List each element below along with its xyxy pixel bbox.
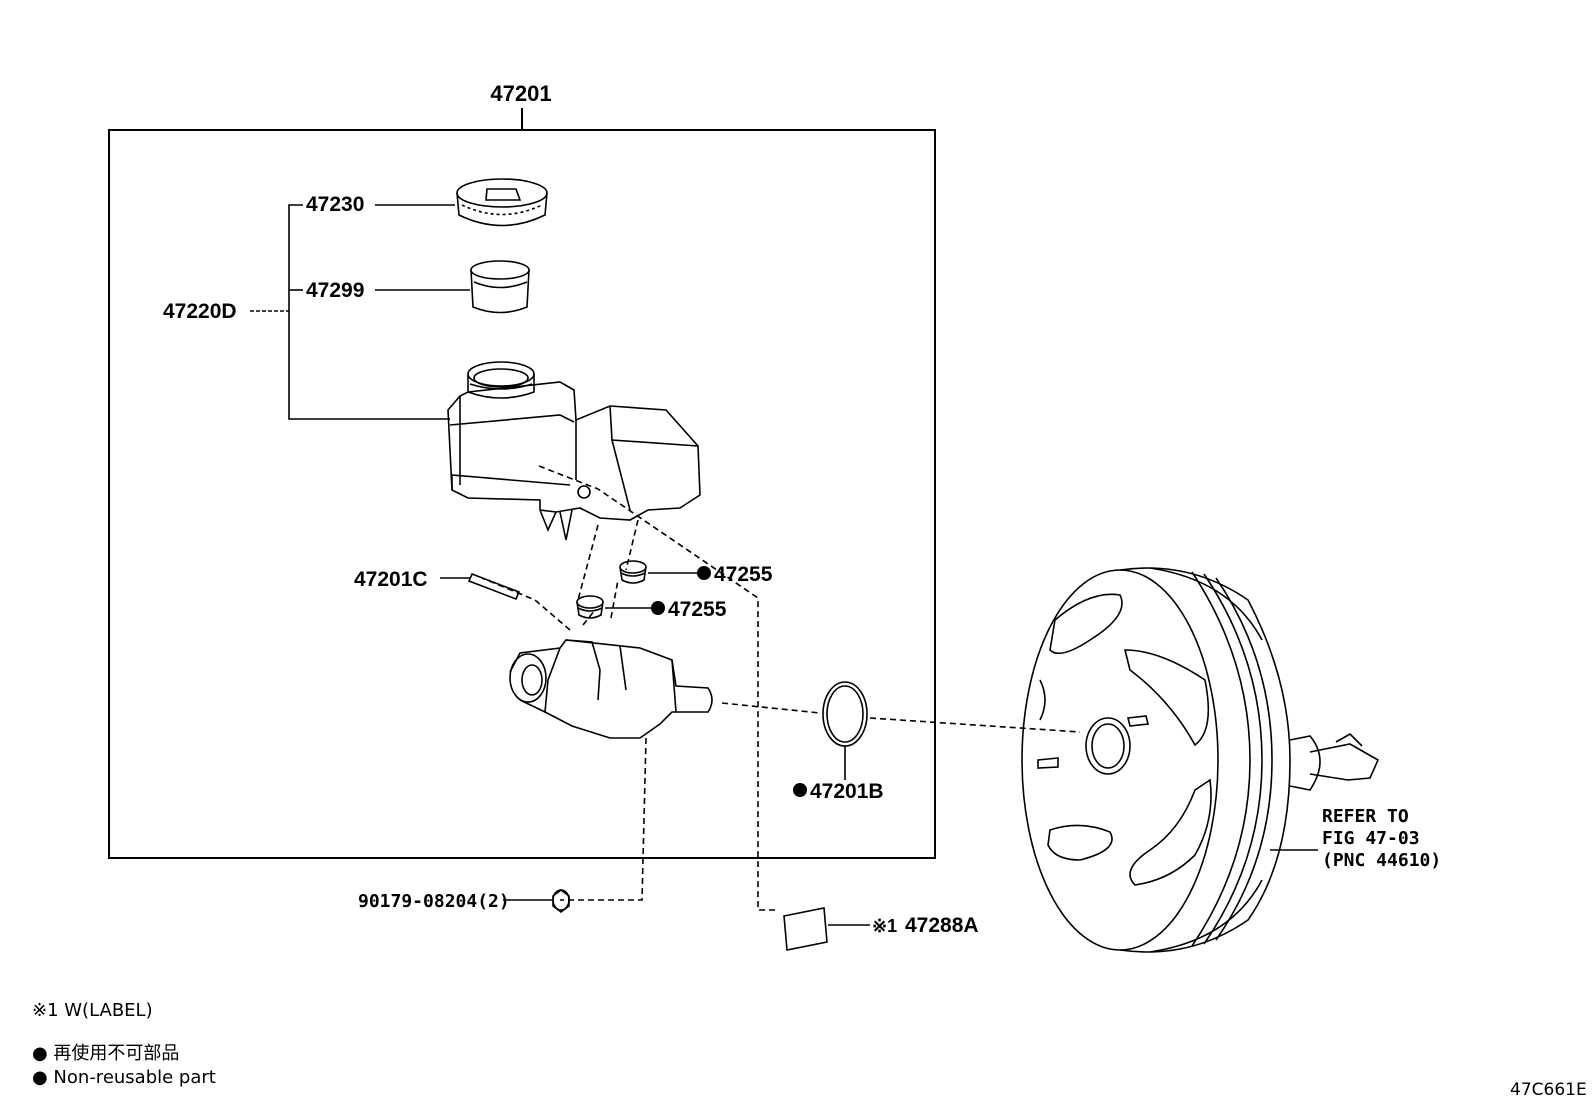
brake-booster[interactable] bbox=[1021, 567, 1380, 953]
grommet-lower[interactable] bbox=[576, 595, 604, 619]
label-sticker-47288A[interactable] bbox=[783, 907, 828, 951]
non-reusable-dot-upper bbox=[697, 566, 711, 580]
reservoir-strainer[interactable] bbox=[470, 260, 530, 314]
legend-non-reusable-en: ● Non-reusable part bbox=[32, 1067, 216, 1088]
alignment-lines bbox=[481, 465, 1081, 911]
master-cylinder[interactable] bbox=[509, 639, 713, 739]
part-number-47255-upper[interactable]: 47255 bbox=[714, 563, 773, 586]
refer-line-1: REFER TO bbox=[1322, 806, 1409, 827]
assembly-part-number: 47201 bbox=[490, 81, 551, 106]
legend: ※1 W(LABEL) ● 再使用不可部品 ● Non-reusable par… bbox=[32, 1000, 216, 1088]
grommet-upper[interactable] bbox=[619, 560, 647, 584]
part-number-47255-lower[interactable]: 47255 bbox=[668, 598, 727, 621]
figure-code: 47C661E bbox=[1510, 1080, 1587, 1100]
non-reusable-dot-oring bbox=[793, 783, 807, 797]
refer-line-3: (PNC 44610) bbox=[1322, 850, 1441, 871]
part-number-47201C[interactable]: 47201C bbox=[354, 568, 428, 591]
legend-note-1: ※1 W(LABEL) bbox=[32, 1000, 153, 1021]
non-reusable-dot-lower bbox=[651, 601, 665, 615]
part-number-47201B[interactable]: 47201B bbox=[810, 780, 884, 803]
part-number-47220D[interactable]: 47220D bbox=[163, 300, 237, 323]
part-number-47230[interactable]: 47230 bbox=[306, 193, 364, 216]
o-ring-47201B[interactable] bbox=[822, 681, 868, 747]
part-number-47288A[interactable]: 47288A bbox=[905, 914, 979, 937]
reservoir-cap[interactable] bbox=[456, 178, 548, 227]
part-number-47299[interactable]: 47299 bbox=[306, 279, 364, 302]
assembly-frame bbox=[108, 129, 936, 859]
reservoir-bracket bbox=[250, 204, 450, 420]
brake-fluid-reservoir[interactable] bbox=[447, 361, 701, 541]
pin-47201C[interactable] bbox=[467, 572, 521, 601]
part-number-90179-08204[interactable]: 90179-08204(2) bbox=[358, 891, 510, 912]
refer-line-2: FIG 47-03 bbox=[1322, 828, 1420, 849]
nut-90179[interactable] bbox=[552, 889, 570, 913]
label-marker: ※1 bbox=[872, 916, 897, 936]
legend-non-reusable-jp: ● 再使用不可部品 bbox=[32, 1043, 180, 1064]
